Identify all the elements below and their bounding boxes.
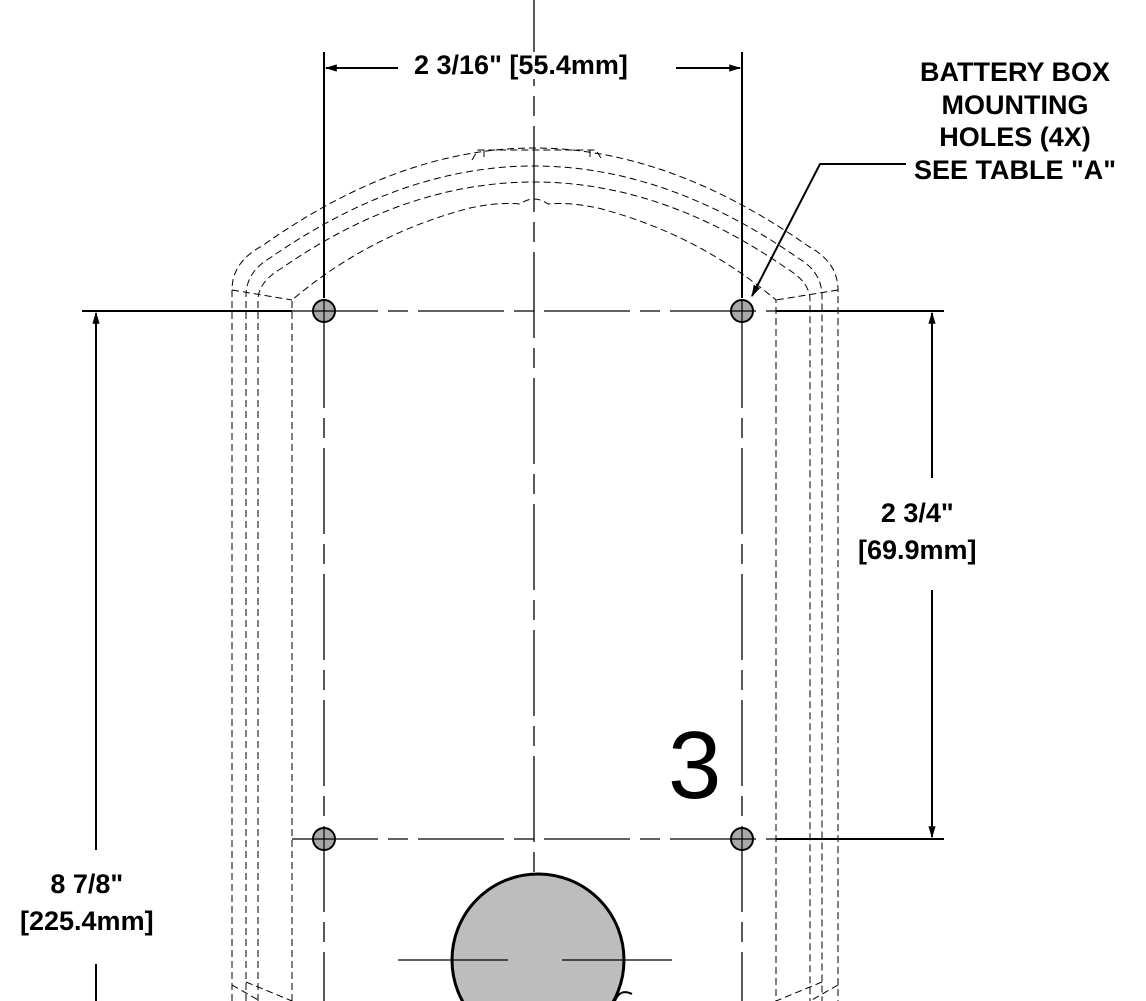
dimension-imperial: 2 3/4" [880,498,954,528]
dimension-overall-length: 8 7/8" [225.4mm] [16,862,158,944]
dimension-metric: [225.4mm] [20,905,154,936]
centerlines [292,0,776,1001]
dimension-hole-spacing-horizontal: 2 3/16" [55.4mm] [410,52,632,79]
dimension-lines [92,64,936,1001]
callout-line: HOLES (4X) [939,122,1091,153]
callout-line: BATTERY BOX [919,57,1110,87]
mounting-holes-callout: BATTERY BOX MOUNTING HOLES (4X) SEE TABL… [884,56,1146,187]
callout-line: MOUNTING [941,89,1089,120]
knob-circle [398,872,672,1001]
dimension-hole-spacing-vertical: 2 3/4" [69.9mm] [852,491,983,573]
view-number: 3 [668,712,722,819]
extension-lines [82,52,944,840]
dimension-metric: [69.9mm] [858,534,977,565]
dimension-imperial: 8 7/8" [50,869,124,899]
callout-line: SEE TABLE "A" [913,154,1117,185]
callout-leader [751,163,906,298]
